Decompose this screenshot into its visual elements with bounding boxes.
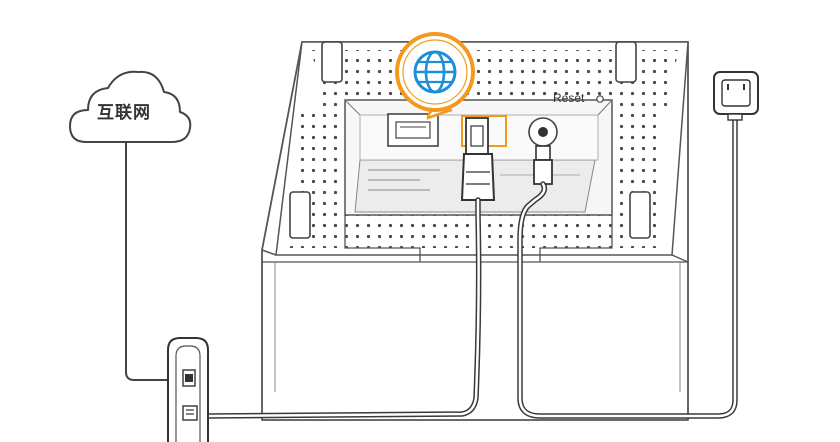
cloud-icon [69, 70, 192, 143]
lan-port [387, 113, 439, 147]
globe-icon [395, 32, 475, 120]
reset-button [596, 95, 604, 103]
power-socket [528, 117, 558, 147]
router-feet [289, 41, 651, 239]
internet-line [125, 142, 176, 381]
ethernet-cable [205, 117, 496, 419]
power-cable [517, 109, 738, 419]
power-plug-icon [713, 71, 759, 121]
reset-label: Reset [553, 91, 585, 105]
cloud-label: 互联网 [97, 103, 151, 123]
modem-icon [167, 337, 209, 442]
